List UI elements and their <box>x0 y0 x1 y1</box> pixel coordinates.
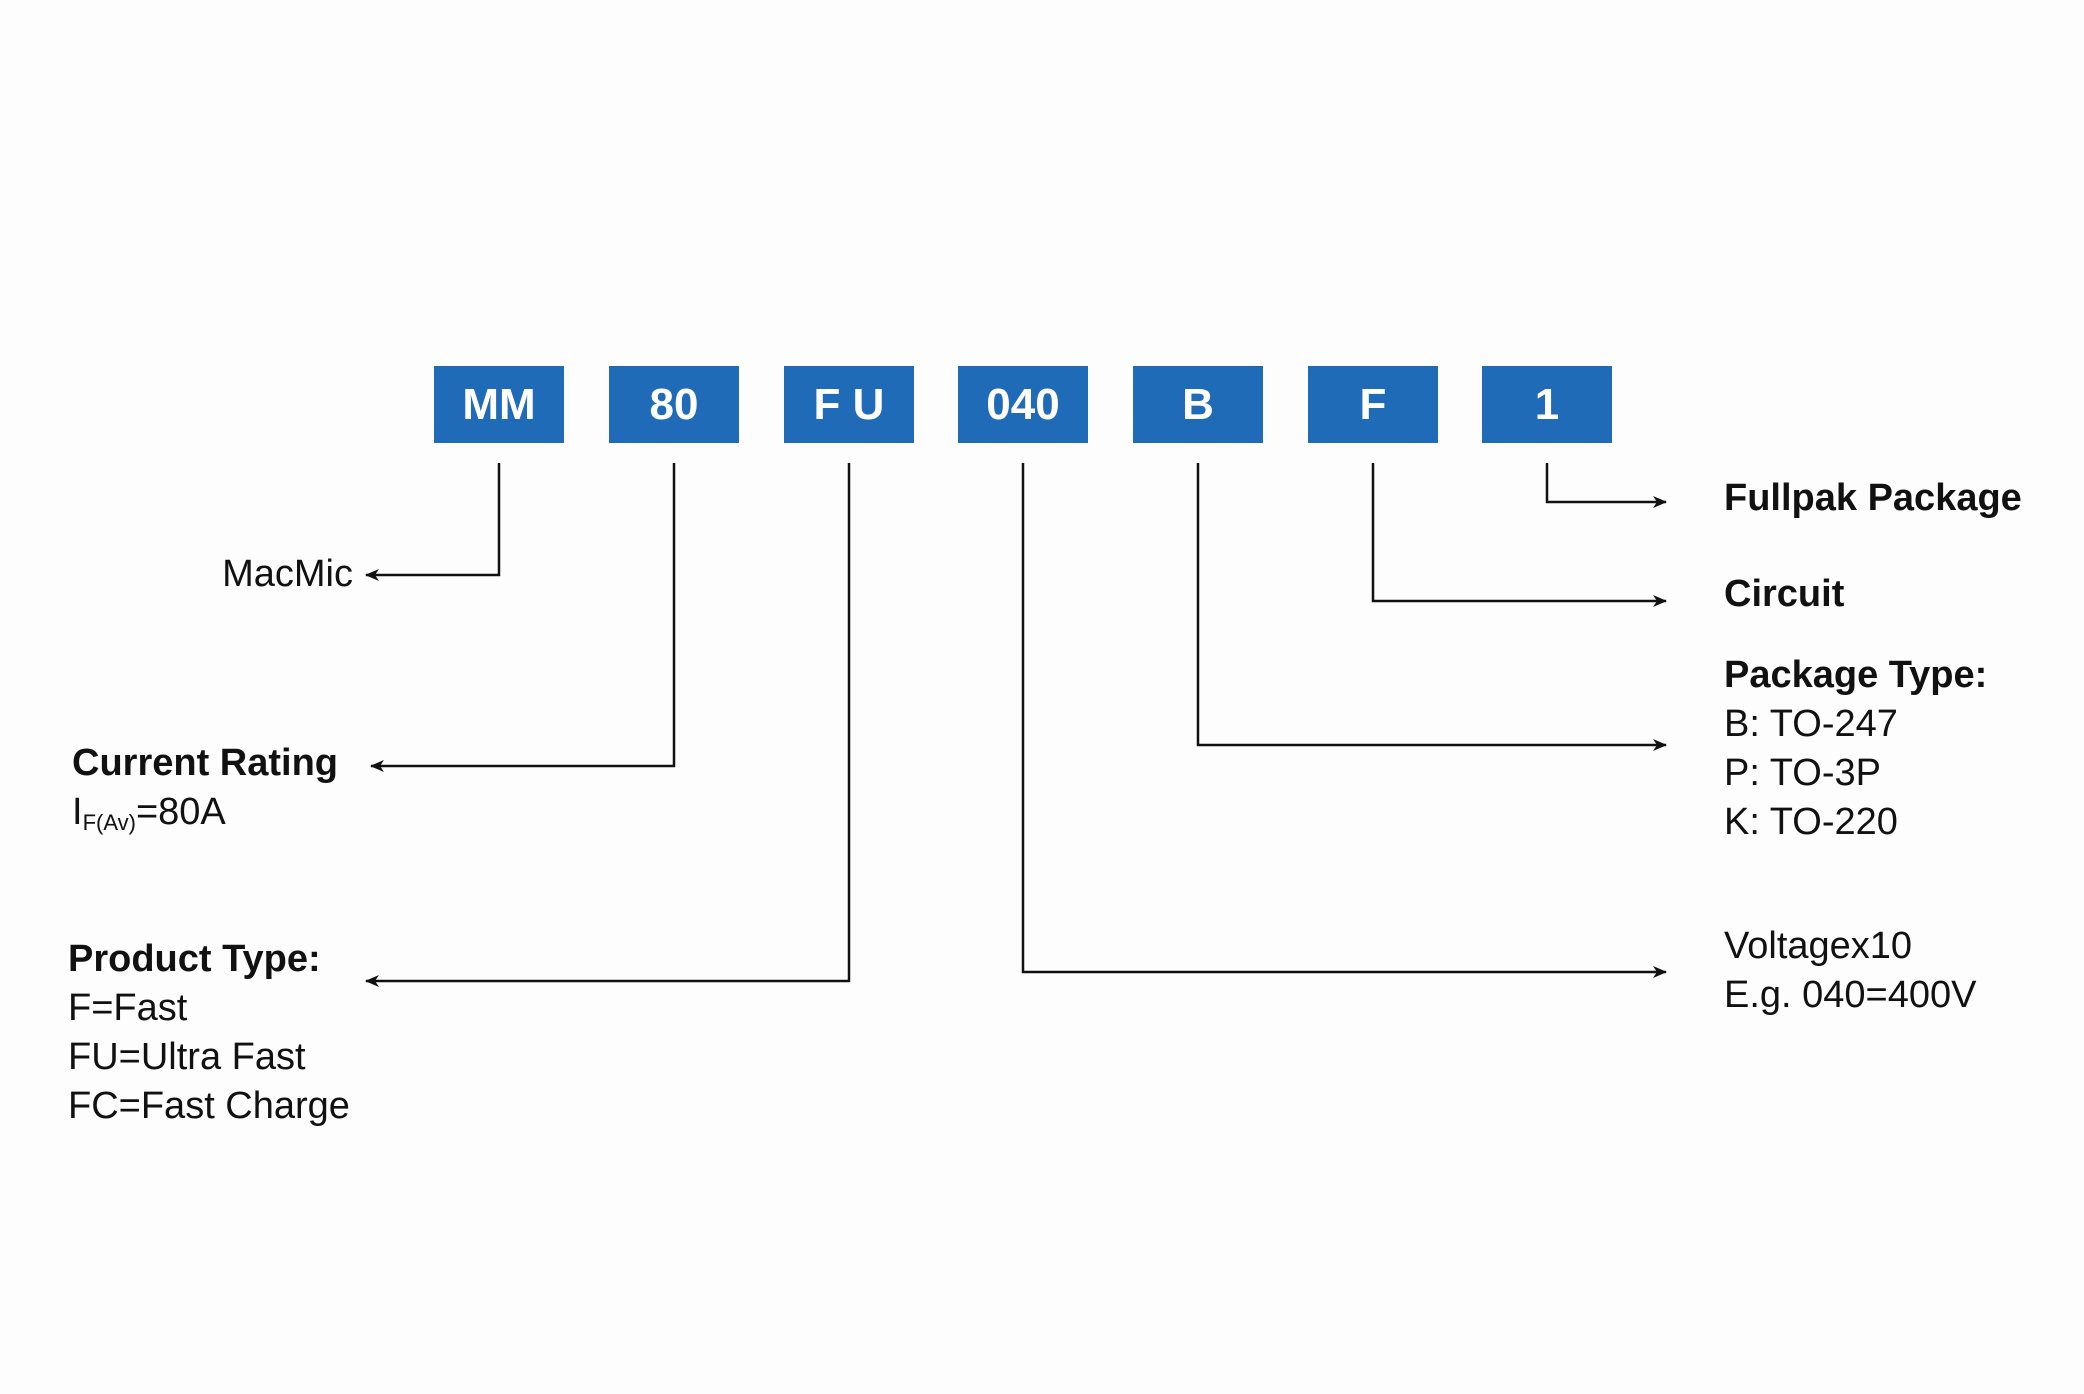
voltage-line: E.g. 040=400V <box>1724 974 1977 1016</box>
product-type-title: Product Type: <box>68 938 321 980</box>
label-macmic: MacMic <box>222 550 353 599</box>
label-package-type: Package Type: B: TO-247 P: TO-3P K: TO-2… <box>1724 651 1987 847</box>
current-rating-value: IF(Av)=80A <box>72 788 338 847</box>
connector-fu <box>365 463 851 987</box>
current-symbol: I <box>72 791 83 833</box>
package-type-line: P: TO-3P <box>1724 752 1881 794</box>
connector-1 <box>1545 463 1667 508</box>
connector-mm <box>365 463 501 581</box>
segment-box-f: F <box>1308 366 1438 443</box>
label-circuit: Circuit <box>1724 570 1844 619</box>
segment-box-mm: MM <box>434 366 564 443</box>
package-type-line: B: TO-247 <box>1724 703 1898 745</box>
segment-box-1: 1 <box>1482 366 1612 443</box>
segment-box-040: 040 <box>958 366 1088 443</box>
connector-b <box>1196 463 1667 751</box>
current-value: =80A <box>135 791 226 833</box>
product-type-line: F=Fast <box>68 987 188 1029</box>
label-fullpak: Fullpak Package <box>1724 474 2022 523</box>
connector-040 <box>1021 463 1667 978</box>
connector-80 <box>370 463 676 772</box>
label-current-rating: Current Rating IF(Av)=80A <box>72 739 338 847</box>
fullpak-title: Fullpak Package <box>1724 477 2022 519</box>
product-type-line: FC=Fast Charge <box>68 1085 350 1127</box>
voltage-line: Voltagex10 <box>1724 925 1913 967</box>
label-voltage: Voltagex10 E.g. 040=400V <box>1724 922 1977 1020</box>
segment-box-fu: F U <box>784 366 914 443</box>
label-product-type: Product Type: F=Fast FU=Ultra Fast FC=Fa… <box>68 935 350 1131</box>
current-subscript: F(Av) <box>82 810 136 835</box>
segment-box-b: B <box>1133 366 1263 443</box>
package-type-title: Package Type: <box>1724 654 1988 696</box>
segment-box-80: 80 <box>609 366 739 443</box>
circuit-title: Circuit <box>1724 573 1845 615</box>
current-rating-title: Current Rating <box>72 742 338 784</box>
product-type-line: FU=Ultra Fast <box>68 1036 306 1078</box>
macmic-text: MacMic <box>222 553 353 595</box>
package-type-line: K: TO-220 <box>1724 801 1898 843</box>
connector-f <box>1371 463 1667 607</box>
